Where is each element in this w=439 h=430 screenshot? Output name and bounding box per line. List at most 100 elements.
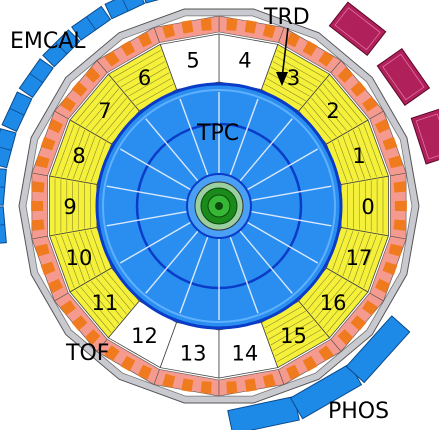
trd-arrow-line — [281, 27, 289, 79]
tof-tab — [35, 243, 50, 257]
trd-layer-line — [359, 182, 360, 230]
emcal-divider — [9, 108, 25, 116]
sector-2 — [298, 60, 384, 145]
emcal-block — [104, 0, 146, 20]
sector-number: 11 — [92, 291, 119, 315]
hmpid-block — [376, 48, 431, 106]
phos-module — [345, 315, 411, 384]
trd-layer-line — [363, 124, 383, 176]
trd-layer-line — [363, 236, 383, 288]
sector-number: 14 — [232, 342, 259, 366]
tof-label: TOF — [65, 341, 109, 366]
tof-tab — [393, 181, 407, 193]
trd-layer-line — [353, 183, 354, 229]
trd-layer-line — [61, 235, 80, 286]
hmpid-inner — [334, 7, 381, 51]
trd-layer-line — [132, 78, 172, 102]
trd-layer-line — [277, 50, 325, 78]
trd-layer-line — [370, 180, 372, 232]
trd-tof-sectors — [31, 15, 407, 397]
trd-layer-line — [353, 129, 371, 178]
trd-layer-line — [91, 281, 123, 319]
tof-tab — [84, 329, 101, 345]
tpc-sector-boundary — [237, 228, 293, 294]
tof-tab — [382, 261, 398, 276]
trd-layer-line — [347, 184, 348, 228]
emcal-module — [0, 206, 7, 245]
trd-layer-line — [55, 236, 75, 288]
tpc-sector-boundary — [244, 220, 319, 264]
tof-tab — [40, 136, 56, 151]
tof-tab — [388, 243, 403, 257]
tpc-sector-boundary — [237, 118, 293, 184]
trd-layer-line — [80, 287, 116, 329]
trd-layer-line — [272, 324, 318, 351]
trd-layer-line — [54, 178, 56, 234]
trd-layer-line — [311, 278, 342, 315]
tpc-sector-boundary — [228, 233, 259, 314]
tpc-label: TPC — [196, 121, 239, 146]
trd-layer-line — [61, 126, 80, 177]
sector-number: 15 — [280, 324, 307, 348]
trd-layer-line — [72, 181, 73, 231]
tof-tab — [262, 373, 276, 389]
trd-layer-line — [84, 138, 101, 182]
tof-tab — [318, 345, 334, 362]
trd-layer-line — [264, 306, 303, 329]
trd-layer-line — [332, 229, 348, 271]
phos-modules — [227, 315, 411, 430]
tof-tab — [47, 118, 63, 134]
tpc-sector-boundary — [145, 228, 201, 294]
trd-layer-line — [90, 184, 91, 228]
trd-layer-line — [72, 233, 91, 280]
sector-14 — [218, 322, 285, 397]
sector-number: 12 — [131, 324, 158, 348]
tof-tab — [137, 364, 152, 380]
trd-layer-line — [268, 315, 310, 340]
tpc-sector-boundary — [244, 148, 319, 192]
tof-tab — [40, 261, 56, 276]
sector-number: 1 — [352, 144, 365, 168]
tpc-sector-boundary — [248, 185, 332, 202]
sector-12 — [96, 300, 178, 385]
tof-tab — [286, 32, 301, 48]
tof-tab — [362, 300, 378, 316]
emcal-module — [1, 91, 33, 133]
sector-17 — [325, 227, 407, 302]
sector-4 — [218, 15, 285, 90]
tof-tab — [200, 381, 212, 394]
trd-layer-line — [332, 141, 348, 183]
trd-layer-line — [347, 233, 366, 280]
sector-8 — [31, 110, 113, 185]
tof-tab — [137, 32, 152, 48]
trd-layer-line — [91, 93, 123, 131]
trd-layer-line — [85, 88, 119, 128]
tpc-sector-boundary — [248, 210, 332, 227]
tof-tab — [47, 278, 63, 294]
tof-tab — [337, 329, 354, 345]
trd-layer-line — [128, 72, 170, 97]
trd-layer-line — [84, 183, 85, 229]
emcal-module — [141, 0, 182, 4]
tpc-sector-boundary — [179, 98, 210, 179]
emcal-divider — [29, 73, 44, 84]
phos-block — [345, 315, 411, 384]
emcal-divider — [121, 0, 129, 12]
sector-10 — [31, 227, 113, 302]
trd-layer-line — [322, 83, 358, 125]
tof-tab — [375, 118, 391, 134]
sector-number: 0 — [361, 195, 374, 219]
tof-tab — [104, 345, 120, 362]
sector-7 — [54, 60, 140, 145]
tof-tab — [35, 155, 50, 169]
emcal-divider — [55, 42, 68, 55]
trd-layer-line — [342, 231, 360, 277]
trd-layer-line — [90, 229, 106, 271]
tof-tab — [350, 315, 367, 331]
trd-layer-line — [337, 138, 354, 182]
beam-pipe — [215, 202, 223, 210]
tof-tab — [120, 355, 136, 372]
trd-layer-line — [270, 320, 314, 346]
trd-layer-line — [66, 180, 68, 232]
